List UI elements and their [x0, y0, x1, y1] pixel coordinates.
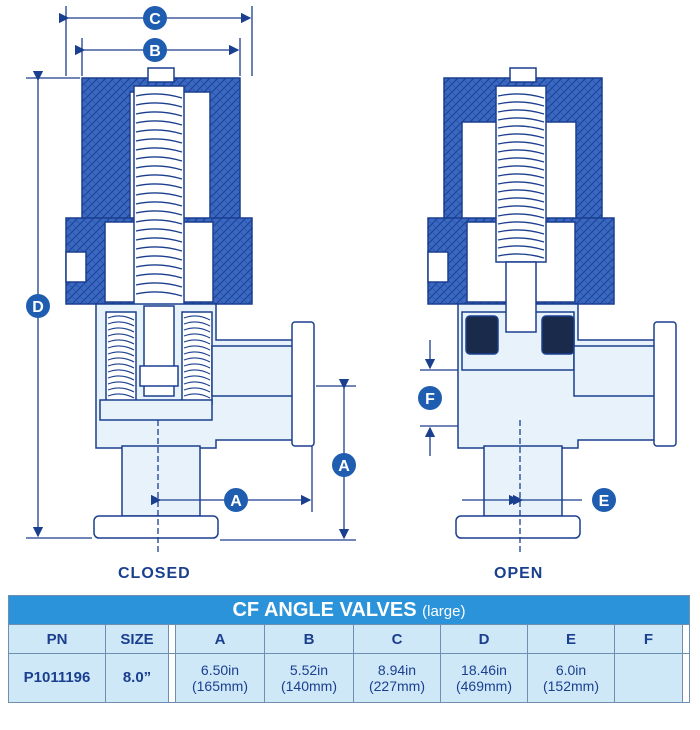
header-e: E: [527, 624, 615, 654]
open-side-port: [573, 345, 657, 397]
open-bellows-right: [541, 315, 575, 355]
valve-drawing: C B D A A F E: [26, 6, 677, 552]
table-row: P1011196 8.0” 6.50in(165mm) 5.52in(140mm…: [8, 653, 690, 703]
table-subtitle: (large): [422, 602, 466, 620]
closed-bellows-coils: [107, 315, 211, 399]
table-header-row: PN SIZE A B C D E F: [8, 624, 690, 654]
open-valve: [427, 67, 677, 539]
header-pn: PN: [8, 624, 106, 654]
svg-text:D: D: [32, 299, 44, 316]
cell-a: 6.50in(165mm): [175, 653, 265, 703]
cell-size: 8.0”: [105, 653, 169, 703]
closed-valve: [65, 67, 315, 539]
open-bottom-tube: [483, 445, 563, 517]
dim-label-a-horizontal: A: [224, 488, 248, 512]
header-b: B: [264, 624, 354, 654]
cell-f: [614, 653, 683, 703]
svg-text:F: F: [425, 391, 435, 408]
dim-label-d: D: [26, 294, 50, 318]
open-bellows-left: [465, 315, 499, 355]
svg-text:C: C: [149, 11, 161, 28]
svg-text:E: E: [599, 493, 610, 510]
caption-closed: CLOSED: [118, 565, 191, 582]
header-c: C: [353, 624, 441, 654]
dim-label-e: E: [592, 488, 616, 512]
closed-bottom-tube: [121, 445, 201, 517]
cell-c: 8.94in(227mm): [353, 653, 441, 703]
table-title-row: CF ANGLE VALVES (large): [8, 595, 690, 625]
dim-label-b: B: [143, 38, 167, 62]
header-d: D: [440, 624, 528, 654]
header-a: A: [175, 624, 265, 654]
closed-side-port: [211, 345, 295, 397]
open-spring-coils: [497, 93, 545, 259]
spec-table: CF ANGLE VALVES (large) PN SIZE A B C D …: [8, 595, 690, 703]
header-size: SIZE: [105, 624, 169, 654]
closed-spring-coils: [135, 93, 183, 297]
caption-open: OPEN: [494, 565, 544, 582]
svg-text:A: A: [230, 493, 242, 510]
dim-label-a-vertical: A: [332, 453, 356, 477]
header-f: F: [614, 624, 683, 654]
cell-d: 18.46in(469mm): [440, 653, 528, 703]
dim-label-f: F: [418, 386, 442, 410]
svg-text:A: A: [338, 458, 350, 475]
cell-pn: P1011196: [8, 653, 106, 703]
table-title: CF ANGLE VALVES: [232, 598, 417, 621]
svg-text:B: B: [149, 43, 161, 60]
cell-b: 5.52in(140mm): [264, 653, 354, 703]
cell-e: 6.0in(152mm): [527, 653, 615, 703]
dim-label-c: C: [143, 6, 167, 30]
